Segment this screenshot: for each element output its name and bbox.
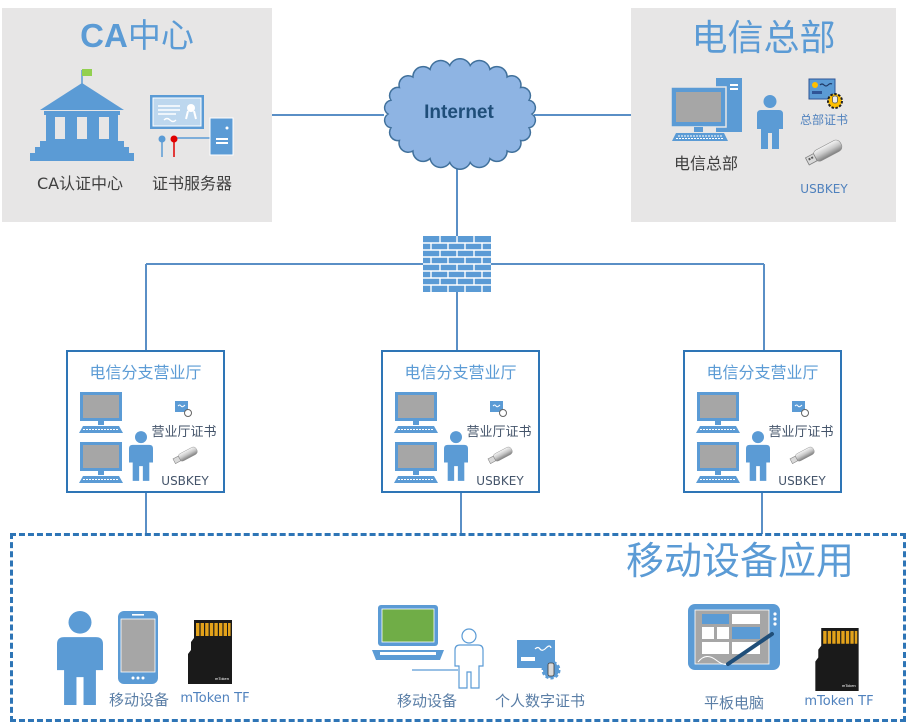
branch-certificate-label: 营业厅证书 (768, 425, 834, 440)
cloud-shape (383, 58, 537, 170)
step-2 (35, 147, 129, 153)
card-contacts (196, 623, 231, 636)
ca-authority-label: CA认证中心 (36, 174, 124, 193)
red-pin (170, 135, 178, 143)
headquarters-title: 电信总部 (691, 18, 836, 59)
internet-label: Internet (424, 102, 494, 123)
ca-authority-building-icon (30, 69, 134, 161)
monitor-icon (79, 442, 123, 483)
roof (40, 83, 124, 110)
user-outline-icon (412, 628, 484, 689)
phone-device-label: 移动设备 (108, 691, 169, 709)
firewall-icon (423, 236, 491, 292)
ca-center-panel: CA中心 (2, 8, 272, 222)
usb-key-icon (172, 446, 198, 464)
user-icon (757, 95, 783, 149)
monitor-icon (696, 392, 740, 433)
tablet-token-label: mToken TF (804, 694, 874, 709)
laptop-device-label: 移动设备 (396, 692, 457, 710)
keyboard (672, 133, 728, 141)
step-1 (40, 141, 124, 147)
card-brand: mToken (842, 683, 856, 688)
card-contacts (823, 630, 858, 644)
flag (82, 69, 92, 76)
monitor-icon (394, 442, 438, 483)
laptop-icon (372, 605, 444, 660)
branch-certificate-label: 营业厅证书 (151, 425, 217, 440)
branch-usbkey-label: USBKEY (778, 474, 826, 488)
branch-usbkey-label: USBKEY (476, 474, 524, 488)
hq-computer-label: 电信总部 (673, 154, 738, 173)
branch-certificate-icon (792, 401, 809, 417)
tablet-device-label: 平板电脑 (703, 694, 764, 712)
laptop-screen (381, 608, 435, 643)
branch-office-2: 电信分支营业厅 营业厅证书 (381, 350, 540, 493)
branch-office-3: 电信分支营业厅 营业厅证书 (683, 350, 842, 493)
headquarters-panel: 电信总部 总部证书 (631, 8, 896, 222)
branch-usbkey-label: USBKEY (161, 474, 209, 488)
mtoken-tf-card-icon: mToken (815, 628, 859, 691)
branch-certificate-icon (175, 401, 192, 417)
branch-certificate-icon (490, 401, 507, 417)
user-icon (444, 431, 468, 481)
mobile-applications-title: 移动设备应用 (626, 539, 855, 583)
usb-key-icon (789, 446, 815, 464)
usb-key-icon (804, 139, 843, 166)
smartphone-icon (118, 611, 158, 684)
branch-office-1: 电信分支营业厅 营业厅证书 (66, 350, 225, 493)
branch-title: 电信分支营业厅 (404, 363, 517, 382)
phone-screen (120, 618, 156, 673)
hq-certificate-icon (808, 78, 843, 109)
usb-key-icon (487, 446, 513, 464)
certificate-server-icon (150, 95, 234, 157)
mtoken-tf-card-icon: mToken (188, 620, 232, 684)
branch-certificate-label: 营业厅证书 (466, 425, 532, 440)
user-icon (746, 431, 770, 481)
internet-cloud-icon (383, 58, 537, 170)
monitor-screen (676, 92, 721, 122)
hq-usbkey-label: USBKEY (800, 182, 848, 196)
blue-pin (158, 135, 166, 143)
hq-certificate-label: 总部证书 (799, 113, 848, 127)
user-icon (129, 431, 153, 481)
server-tower (209, 117, 234, 156)
monitor-icon (696, 442, 740, 483)
certificate-seal (187, 104, 195, 112)
card-brand: mToken (215, 676, 229, 681)
ca-center-title: CA中心 (2, 16, 272, 56)
branch-title: 电信分支营业厅 (706, 363, 819, 382)
step-3 (30, 153, 134, 161)
user-icon (57, 611, 103, 705)
tablet-icon (688, 604, 780, 670)
personal-certificate-label: 个人数字证书 (494, 692, 585, 710)
ca-center-title-suffix: 中心 (127, 16, 194, 55)
branch-title: 电信分支营业厅 (89, 363, 202, 382)
certificate-server-label: 证书服务器 (151, 174, 232, 193)
phone-token-label: mToken TF (180, 691, 250, 706)
stylus-pen (726, 632, 774, 666)
desktop-computer-icon (670, 78, 742, 141)
personal-certificate-icon (517, 640, 561, 680)
monitor-icon (79, 392, 123, 433)
mobile-applications-group (10, 533, 906, 722)
ca-center-title-prefix: CA (80, 17, 128, 54)
monitor-icon (394, 392, 438, 433)
